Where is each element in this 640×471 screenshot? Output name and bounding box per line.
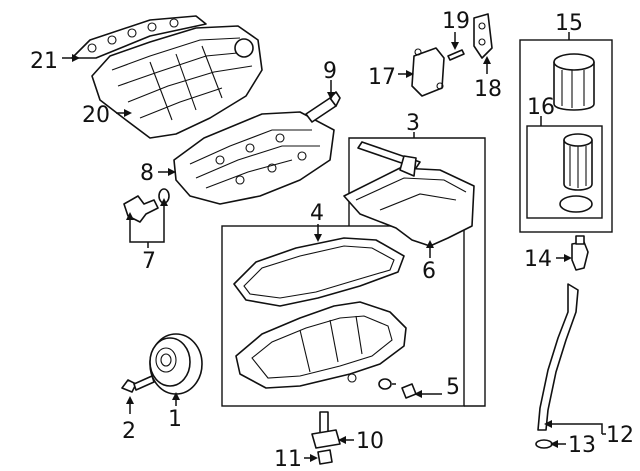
callout-14: 14 [524,247,552,272]
intake-gasket-part [71,15,207,59]
oil-pan-part [235,301,407,389]
callout-12: 12 [606,423,634,448]
callout-10: 10 [356,429,384,454]
pickup-stud-part [311,411,341,465]
callout-13: 13 [568,433,596,458]
oil-baffle-part [343,141,475,247]
callout-3: 3 [406,111,420,136]
oil-pan-group-box [221,225,465,407]
callout-9: 9 [323,59,337,84]
drain-plug-part [378,378,417,399]
callout-20: 20 [82,103,110,128]
callout-8: 8 [140,161,154,186]
filter-element-part [559,133,593,213]
oil-cooler-part [411,47,445,97]
callout-5: 5 [446,375,460,400]
crank-pulley-part [149,333,203,395]
cooler-bolt-part [447,49,465,61]
callout-4: 4 [310,201,324,226]
callout-7: 7 [142,249,156,274]
oil-separator-group-box [348,137,486,407]
leader-lines [62,32,606,462]
callout-6: 6 [422,259,436,284]
oil-sensor-part [571,235,589,271]
callout-21: 21 [30,49,58,74]
cooler-gasket-part [473,13,493,59]
callout-15: 15 [555,11,583,36]
sealant-tube-part [305,91,341,123]
callout-16: 16 [527,95,555,120]
callout-2: 2 [122,419,136,444]
oil-pan-gasket-part [233,237,405,307]
callout-11: 11 [274,447,302,471]
oil-filter-group-box [519,39,613,233]
filter-element-box [526,125,603,219]
intake-manifold-part [91,25,263,139]
dipstick-tube-part [535,283,579,449]
callout-17: 17 [368,65,396,90]
pulley-bolt-part [121,375,155,393]
callout-18: 18 [474,77,502,102]
oil-filter-part [553,53,595,111]
callout-1: 1 [168,407,182,432]
callout-19: 19 [442,9,470,34]
cylinder-head-part [173,111,335,205]
